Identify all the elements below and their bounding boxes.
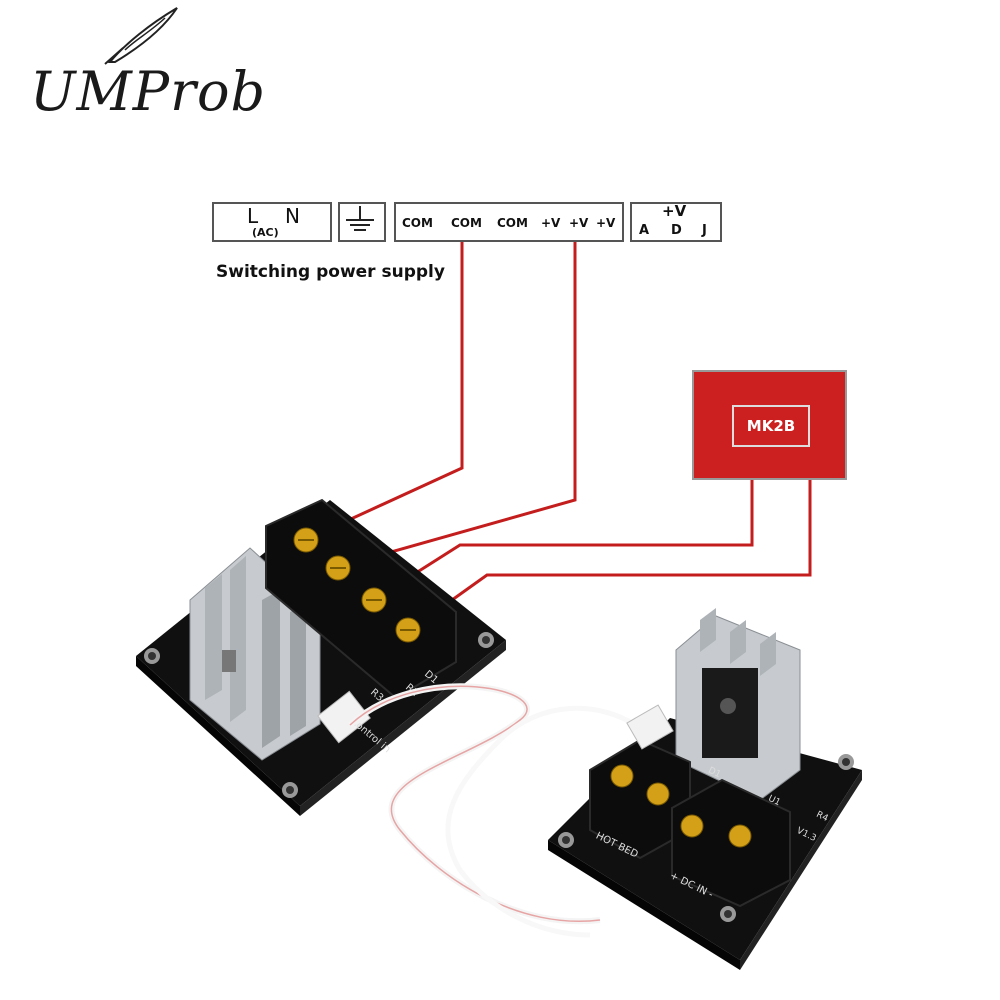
psu-ground-block — [338, 202, 386, 242]
psu-caption: Switching power supply — [216, 262, 445, 282]
psu-l-label: L — [247, 204, 259, 228]
psu-terminal-v-1: +V — [541, 216, 561, 230]
psu-adjust-j-label: J — [702, 223, 707, 238]
psu-terminal-com-2: COM — [451, 216, 482, 230]
feather-icon — [104, 7, 178, 65]
ground-icon — [346, 206, 374, 231]
terminal-block-right — [589, 738, 791, 908]
connector-left — [317, 690, 371, 744]
psu-adjust-d-label: D — [671, 223, 682, 238]
psu-terminal-com-3: COM — [497, 216, 528, 230]
screw-icon — [646, 782, 670, 806]
heatbed-label: MK2B — [732, 405, 810, 447]
psu-ac-block — [212, 202, 332, 242]
logo-text: UMProb — [30, 60, 267, 123]
wire-com — [315, 238, 464, 537]
psu-terminal-v-3: +V — [596, 216, 616, 230]
brand-logo: UMProb — [30, 60, 266, 123]
psu-ac-label: (AC) — [252, 226, 279, 239]
psu-n-label: N — [285, 204, 300, 228]
psu-adjust-block — [630, 202, 722, 242]
wire-plus-v — [344, 238, 577, 567]
psu-terminal-com-1: COM — [402, 216, 433, 230]
terminal-block-left — [265, 498, 457, 700]
screw-icon — [728, 824, 752, 848]
psu-adjust-v-label: +V — [662, 202, 687, 220]
heatsink-right — [675, 608, 801, 801]
screw-icon — [680, 814, 704, 838]
heatbed-outer — [692, 370, 847, 480]
connector-right — [626, 704, 674, 750]
psu-terminal-block — [394, 202, 624, 242]
screw-icon — [610, 764, 634, 788]
psu-adjust-a-label: A — [639, 223, 650, 238]
psu-terminal-v-2: +V — [569, 216, 589, 230]
